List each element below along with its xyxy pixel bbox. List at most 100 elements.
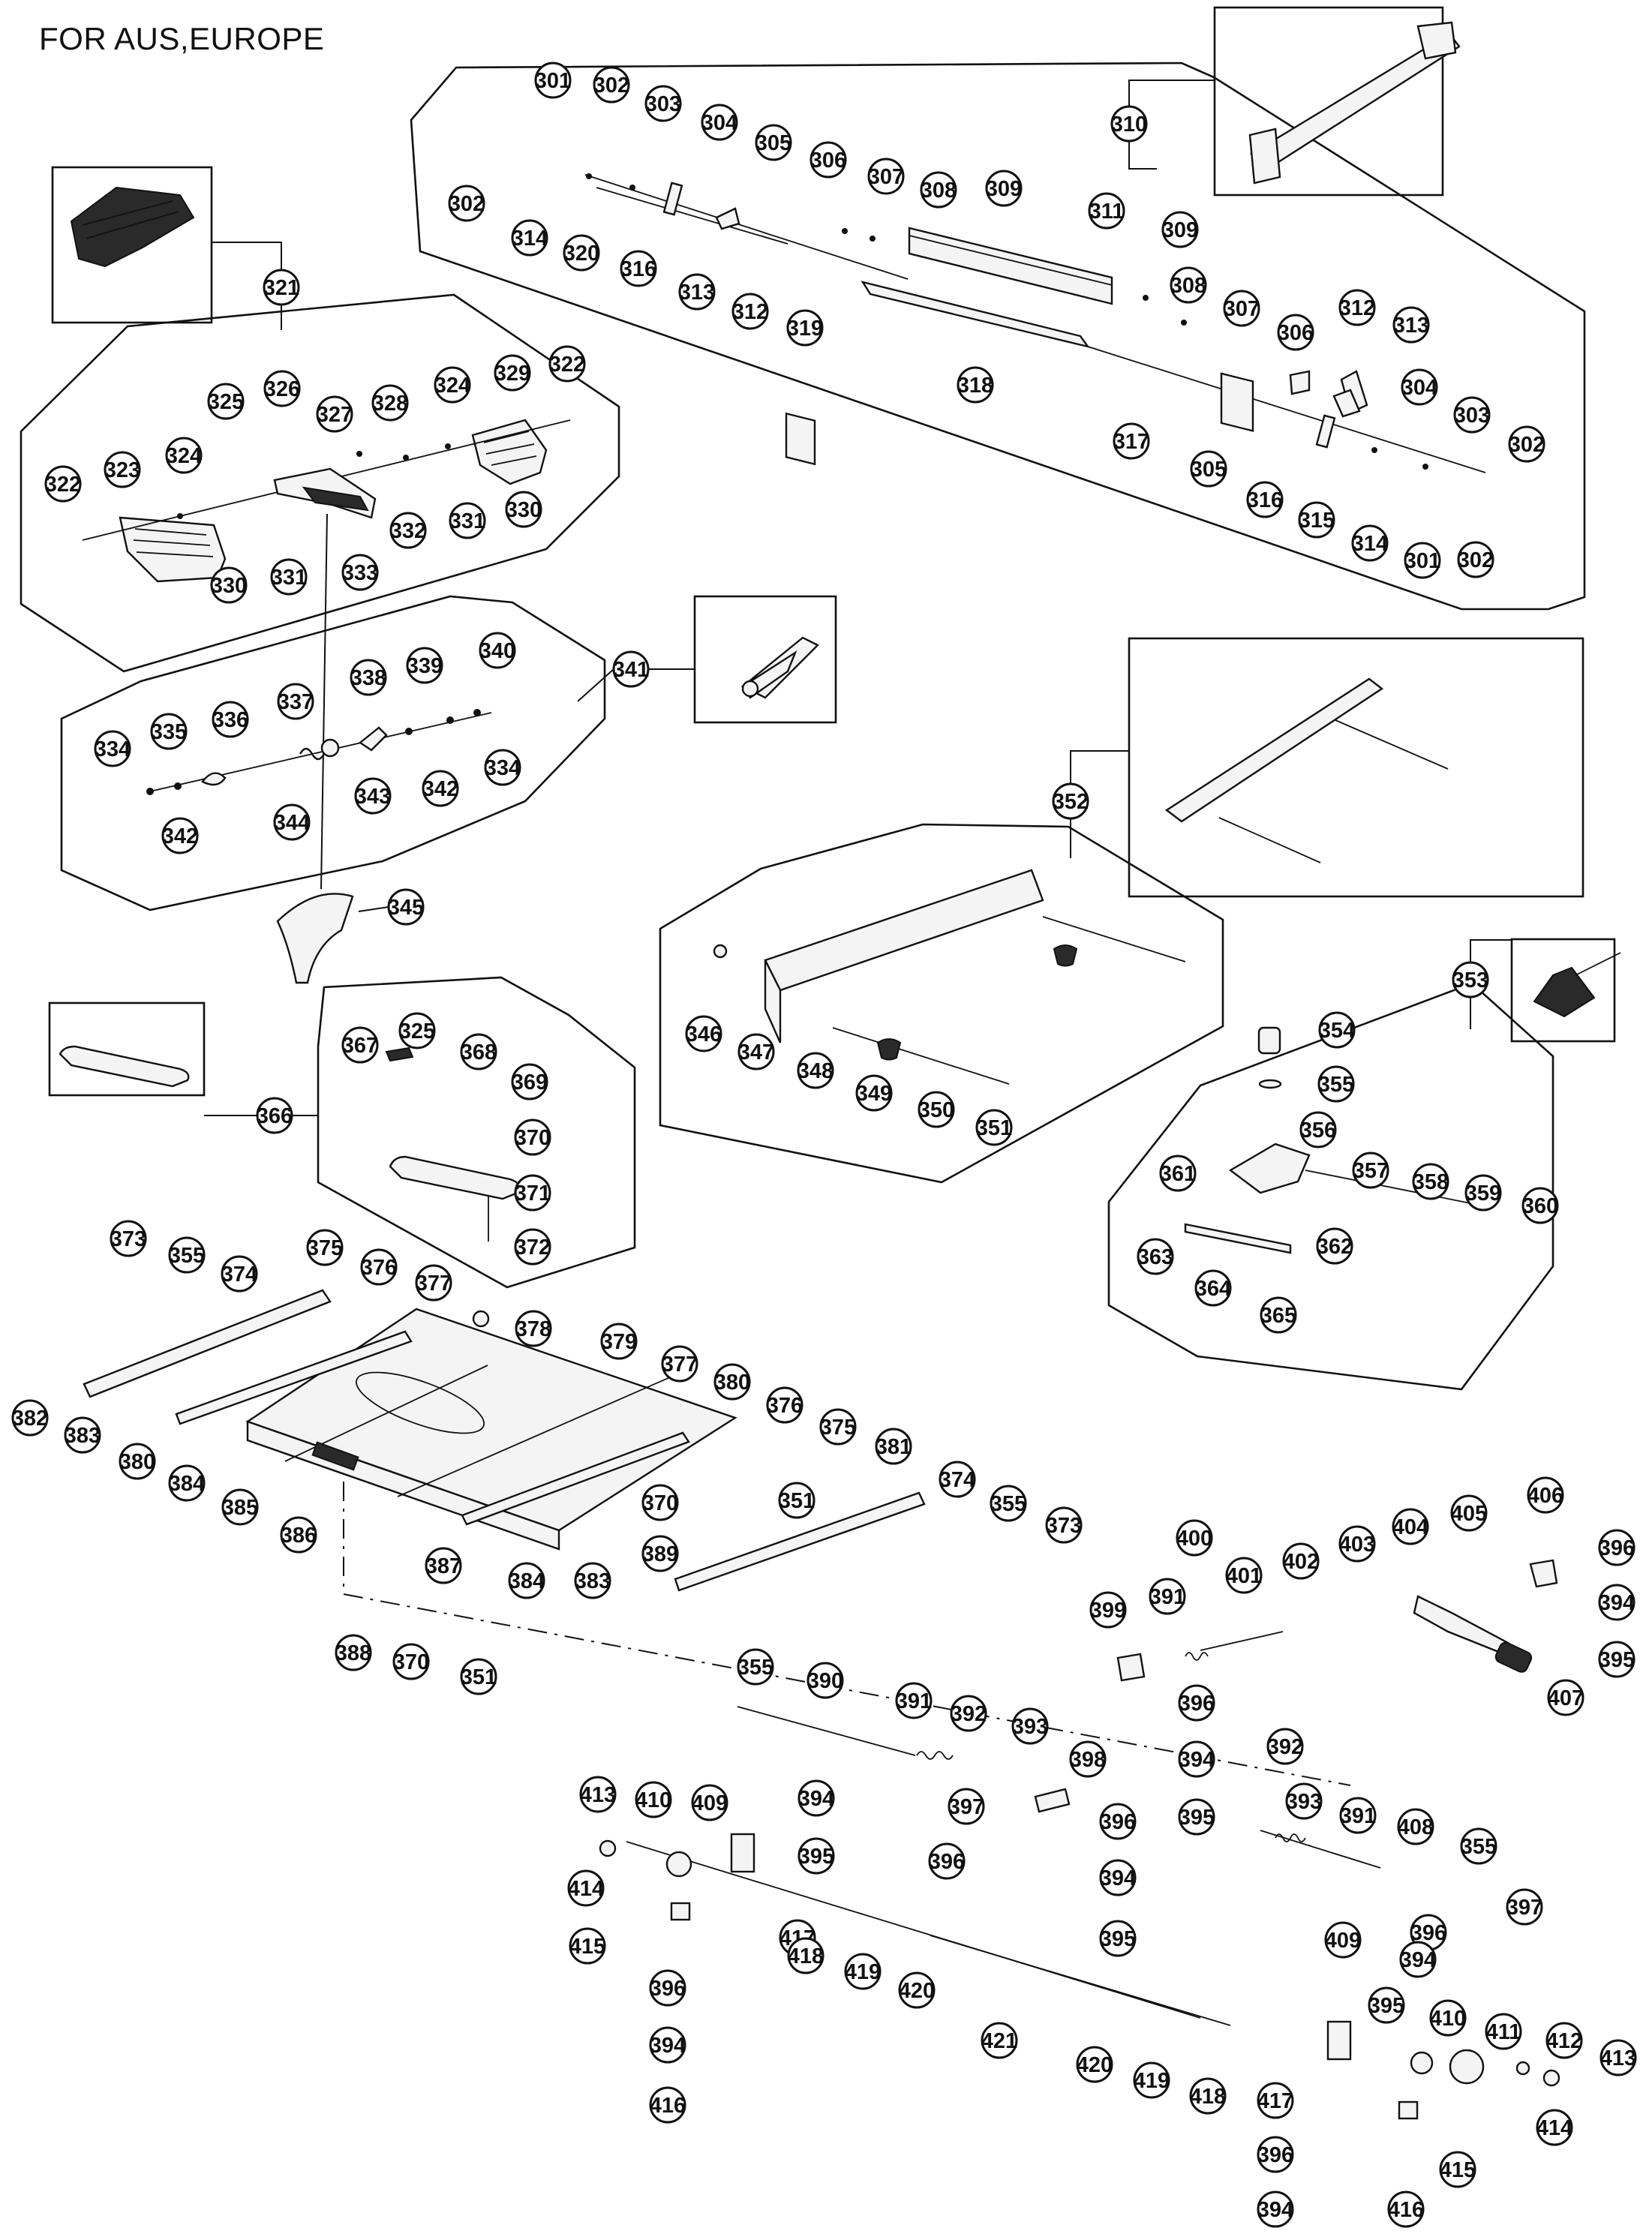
fence-bracket-left	[785, 412, 816, 466]
callout-circle	[1257, 2136, 1294, 2173]
callout-304: 304	[1401, 368, 1438, 406]
callout-331: 331	[449, 502, 486, 539]
extension-rail-face	[764, 959, 782, 1043]
spring-left	[916, 1751, 954, 1760]
callout-label: 400	[1176, 1527, 1212, 1551]
callout-334: 334	[484, 749, 521, 786]
callout-circle	[1257, 2082, 1294, 2119]
callout-label: 416	[650, 2094, 686, 2118]
callout-405: 405	[1450, 1494, 1488, 1532]
callout-circle	[221, 1255, 258, 1293]
callout-label: 391	[1149, 1585, 1185, 1609]
callout-label: 376	[767, 1394, 803, 1418]
callout-label: 370	[515, 1126, 551, 1150]
callout-label: 373	[1046, 1514, 1082, 1538]
callout-circle	[354, 777, 392, 815]
callout-label: 385	[222, 1496, 258, 1520]
callout-394: 394	[649, 2026, 686, 2064]
callout-329: 329	[494, 354, 531, 392]
callout-circle	[797, 1837, 835, 1875]
callout-label: 324	[166, 444, 202, 468]
callout-circle	[514, 1174, 551, 1212]
section-panels	[20, 6, 1616, 1391]
callout-circle	[806, 1662, 844, 1699]
thumb-miter	[1510, 938, 1616, 1043]
callout-circle	[766, 1386, 803, 1424]
callout-416: 416	[649, 2086, 686, 2124]
callout-label: 314	[512, 227, 548, 251]
callout-circle	[1457, 541, 1494, 578]
callout-circle	[1316, 1227, 1353, 1265]
callout-circle	[1161, 211, 1199, 248]
callout-circle	[1598, 1584, 1635, 1621]
callout-circle	[563, 234, 600, 272]
callout-369: 369	[511, 1063, 548, 1100]
callout-359: 359	[1464, 1174, 1502, 1212]
callout-circle	[819, 1408, 857, 1446]
callout-circle	[1547, 1679, 1584, 1716]
callout-circle	[1052, 782, 1089, 820]
callout-circle	[514, 1228, 551, 1266]
callout-circle	[534, 62, 572, 99]
callout-316: 316	[1246, 481, 1284, 518]
callout-label: 395	[1368, 1994, 1404, 2018]
callout-411: 411	[1485, 2013, 1522, 2050]
callout-label: 364	[1195, 1277, 1231, 1301]
callout-388: 388	[335, 1634, 372, 1671]
callout-label: 316	[1247, 488, 1283, 512]
callout-396: 396	[928, 1842, 966, 1880]
callout-419: 419	[844, 1953, 882, 1990]
callout-394: 394	[1099, 1859, 1137, 1896]
callout-circle	[713, 1363, 751, 1401]
callout-385: 385	[221, 1488, 259, 1526]
lever-grip	[1494, 1641, 1533, 1673]
callout-420: 420	[898, 1971, 936, 2009]
callout-circle	[1110, 105, 1148, 143]
callout-circle	[277, 683, 314, 720]
callout-circle	[1352, 1152, 1389, 1189]
callout-circle	[270, 558, 308, 596]
callout-circle	[161, 817, 199, 854]
callout-376: 376	[360, 1248, 398, 1286]
callout-label: 316	[620, 257, 656, 281]
callout-label: 320	[563, 242, 599, 266]
callout-301: 301	[534, 62, 572, 99]
callout-label: 404	[1392, 1515, 1428, 1539]
callout-circle	[948, 1788, 985, 1825]
fence-main-rail	[908, 227, 1113, 305]
callout-302: 302	[448, 185, 485, 222]
callout-364: 364	[1194, 1269, 1232, 1307]
callout-circle	[350, 659, 387, 696]
spring-upper	[1185, 1652, 1209, 1661]
callout-label: 325	[399, 1019, 435, 1043]
callout-circle	[928, 1842, 966, 1880]
callout-419: 419	[1133, 2061, 1170, 2099]
callout-label: 395	[1100, 1927, 1136, 1951]
fence-clip-left	[715, 207, 740, 230]
callout-circle	[1133, 2061, 1170, 2099]
callout-circle	[1351, 524, 1389, 562]
callout-383: 383	[574, 1562, 611, 1599]
callout-circle	[44, 465, 82, 503]
callout-circle	[1282, 1542, 1320, 1580]
callout-label: 379	[601, 1330, 637, 1354]
callout-circle	[797, 1052, 834, 1089]
callout-circle	[1452, 961, 1489, 998]
callout-label: 351	[779, 1489, 815, 1513]
callout-320: 320	[563, 234, 600, 272]
callout-395: 395	[1598, 1641, 1635, 1678]
callout-circle	[1338, 1525, 1376, 1563]
callout-label: 302	[1458, 548, 1494, 572]
callout-373: 373	[110, 1220, 147, 1257]
callout-circle	[508, 1562, 545, 1599]
callout-label: 420	[1077, 2053, 1113, 2077]
callout-label: 374	[939, 1468, 975, 1492]
callout-label: 317	[1113, 430, 1149, 454]
callout-label: 339	[407, 654, 443, 678]
callout-circle	[1266, 1728, 1304, 1765]
callout-label: 356	[1300, 1118, 1336, 1143]
callout-309: 309	[985, 170, 1023, 207]
callout-circle	[392, 1643, 430, 1680]
fence-clip-right	[1289, 370, 1311, 395]
callout-circle	[389, 512, 427, 549]
